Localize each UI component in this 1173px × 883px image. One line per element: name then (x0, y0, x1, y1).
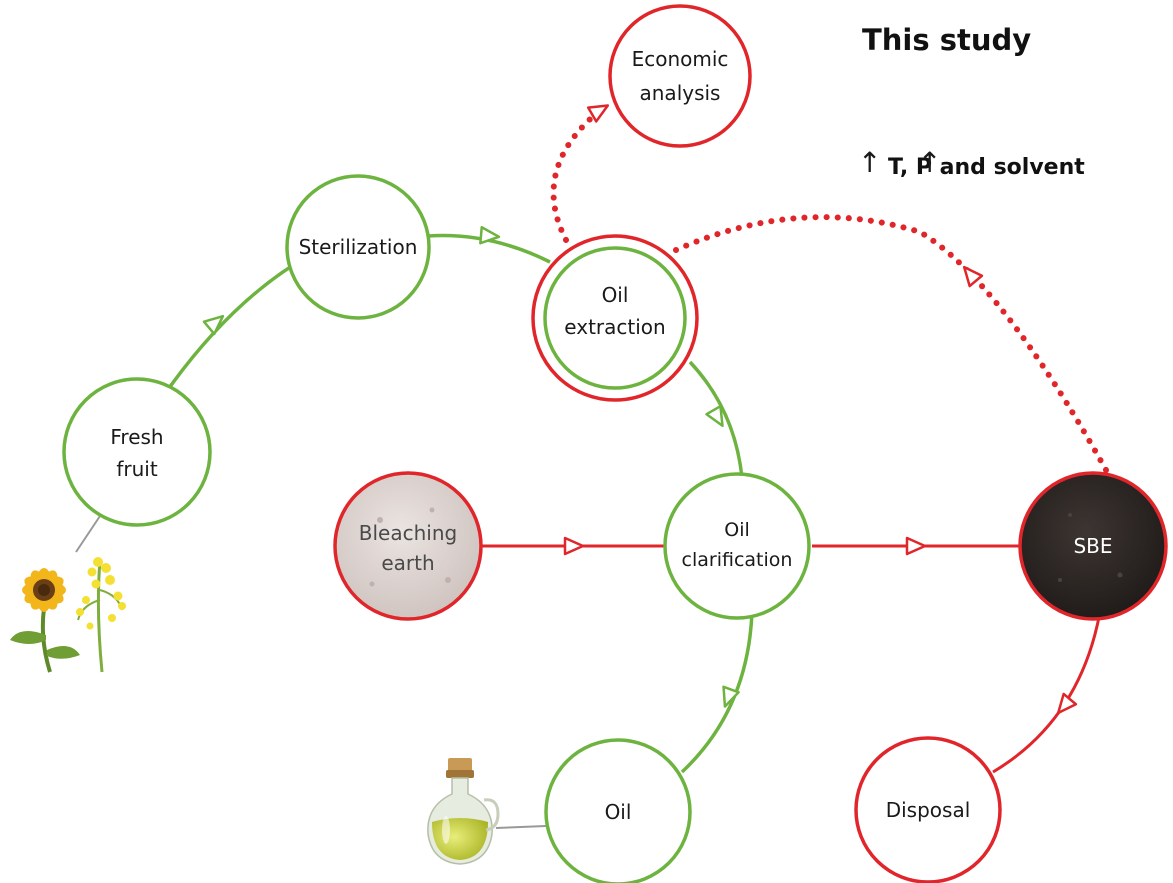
oil-label: Oil (605, 800, 632, 824)
fresh-fruit-label-1: Fresh (110, 425, 163, 449)
arrowhead-green-2 (479, 225, 501, 245)
node-bleaching-earth: Bleaching earth (333, 471, 483, 621)
oil-bottle-icon (427, 758, 500, 865)
oil-clarification-label-2: clarification (682, 549, 793, 571)
dotted-sbe-to-extraction (673, 214, 1109, 473)
fresh-fruit-label-2: fruit (116, 457, 157, 481)
connector-bottle (495, 825, 547, 829)
node-sterilization: Sterilization (285, 174, 431, 320)
sterilization-label: Sterilization (299, 235, 418, 259)
arrowhead-green-1 (202, 314, 225, 336)
arrowhead-red-2 (905, 536, 927, 556)
connector-flower (75, 515, 101, 553)
arrowhead-green-4 (722, 685, 740, 708)
conditions-line: ↑ T, P and solvent ↑ (858, 146, 1085, 180)
node-sbe: SBE (1018, 471, 1168, 621)
diagram-title: This study (862, 23, 1031, 57)
node-fresh-fruit: Fresh fruit (62, 377, 212, 527)
arrowhead-dotted-2 (962, 265, 984, 288)
arrowhead-red-3 (1056, 692, 1078, 715)
economic-analysis-label-2: analysis (640, 81, 721, 105)
conditions-label: T, P and solvent (888, 155, 1085, 180)
node-oil-extraction: Oil extraction (531, 234, 699, 402)
bleaching-earth-label-1: Bleaching (359, 521, 457, 545)
dotted-extraction-to-economic (550, 109, 601, 243)
up-arrow-t-icon: ↑ (858, 146, 881, 179)
node-oil: Oil (544, 738, 692, 883)
economic-analysis-label-1: Economic (632, 47, 729, 71)
flow-fresh-to-sterilization (160, 253, 311, 399)
flow-clarification-to-oil (680, 611, 754, 774)
node-oil-clarification: Oil clarification (663, 472, 811, 620)
arrowhead-red-1 (563, 536, 585, 556)
disposal-label: Disposal (886, 798, 971, 822)
oil-extraction-label-2: extraction (564, 315, 665, 339)
bleaching-earth-label-2: earth (381, 551, 434, 575)
arrowhead-dotted-1 (586, 104, 610, 123)
node-disposal: Disposal (854, 736, 1002, 883)
up-arrow-p-icon: ↑ (918, 146, 941, 179)
arrowhead-green-3 (705, 404, 724, 428)
oil-extraction-label-1: Oil (602, 283, 629, 307)
flow-sbe-to-disposal (992, 611, 1102, 774)
sbe-label: SBE (1073, 534, 1112, 558)
sunflower-rapeseed-icon (10, 557, 126, 673)
node-economic-analysis: Economic analysis (608, 4, 752, 148)
oil-clarification-label-1: Oil (724, 519, 750, 541)
flow-extraction-to-clarification (688, 360, 744, 479)
